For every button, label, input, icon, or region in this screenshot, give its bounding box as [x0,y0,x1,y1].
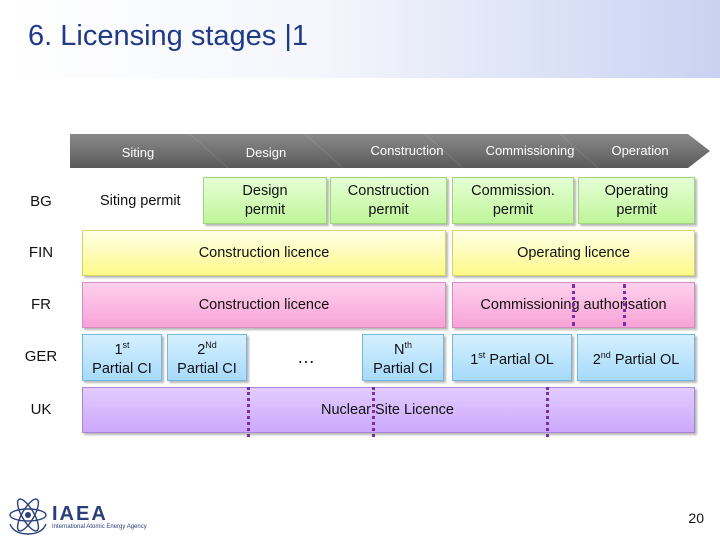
row-label-bg: BG [30,193,52,210]
stage-arrow-construction [305,134,463,168]
page-number: 20 [688,510,704,526]
bg-construction-l2: permit [368,201,409,218]
row-label-uk: UK [30,401,52,418]
bg-construction-permit: Construction permit [330,177,447,224]
ger-1st-partial-ol: 1st Partial OL [452,334,572,381]
uk-marker-1 [247,387,250,437]
fin-operating-text: Operating licence [517,244,630,261]
fin-construction-licence: Construction licence [82,230,446,276]
bg-siting-permit: Siting permit [100,193,181,209]
ger-ellipsis: … [297,347,315,367]
logo-subtitle: International Atomic Energy Agency [52,524,147,530]
ger-ol1-suffix: st [478,349,486,360]
stage-label-design: Design [245,145,287,160]
ger-2nd-partial-ol: 2nd Partial OL [577,334,695,381]
ger-ol1-num: 1 [470,351,479,368]
stage-arrow-design [190,134,343,168]
stage-label-operation: Operation [611,143,669,158]
stage-arrow-siting [70,134,228,168]
row-label-fr: FR [31,296,51,313]
stage-label-construction: Construction [370,143,444,158]
uk-marker-2 [372,387,375,437]
stage-arrows [70,134,710,168]
bg-design-l2: permit [244,201,286,218]
ger-ol2-text: Partial OL [610,351,680,368]
stage-arrow-commissioning [425,134,598,168]
bg-operating-l2: permit [616,201,657,218]
fin-construction-text: Construction licence [198,244,330,261]
uk-marker-3 [546,387,549,437]
bg-operating-permit: Operating permit [578,177,695,224]
header-band [0,0,720,78]
uk-licence-text: Nuclear Site Licence [321,401,454,418]
ger-ol2-suffix: nd [600,349,611,360]
bg-commission-l2: permit [492,201,534,218]
ger-ol1-text: Partial OL [485,351,554,368]
ger-p1-suffix: st [122,340,130,351]
uk-nuclear-site-licence: Nuclear Site Licence [82,387,695,433]
bg-construction-l1: Construction [347,182,430,199]
stage-label-siting: Siting [121,145,155,160]
ger-p1-l2: Partial CI [92,360,152,377]
fr-marker-2 [623,284,626,326]
stage-arrow-operation [560,134,710,168]
fr-construction-licence: Construction licence [82,282,446,328]
ger-pn-num: N [393,341,405,358]
stage-label-commissioning: Commissioning [485,143,575,158]
bg-design-l1: Design [242,182,288,199]
bg-commission-l1: Commission. [471,182,555,199]
fr-construction-text: Construction licence [198,296,330,313]
ger-p2-l2: Partial CI [177,360,237,377]
ger-p2-suffix: Nd [205,340,217,351]
bg-operating-l1: Operating [604,182,669,199]
ger-pn-l2: Partial CI [373,360,433,377]
page-title: 6. Licensing stages |1 [28,20,308,52]
ger-p2-num: 2 [197,341,206,358]
bg-design-permit: Design permit [203,177,327,224]
fin-operating-licence: Operating licence [452,230,695,276]
fr-marker-1 [572,284,575,326]
logo-name: IAEA [52,503,108,525]
ger-p1-num: 1 [114,341,123,358]
ger-pn-suffix: th [404,340,412,351]
ger-ol2-num: 2 [592,351,601,368]
iaea-emblem-icon [9,498,47,535]
bg-commission-permit: Commission. permit [452,177,574,224]
row-label-fin: FIN [28,244,54,261]
row-label-ger: GER [24,348,58,365]
